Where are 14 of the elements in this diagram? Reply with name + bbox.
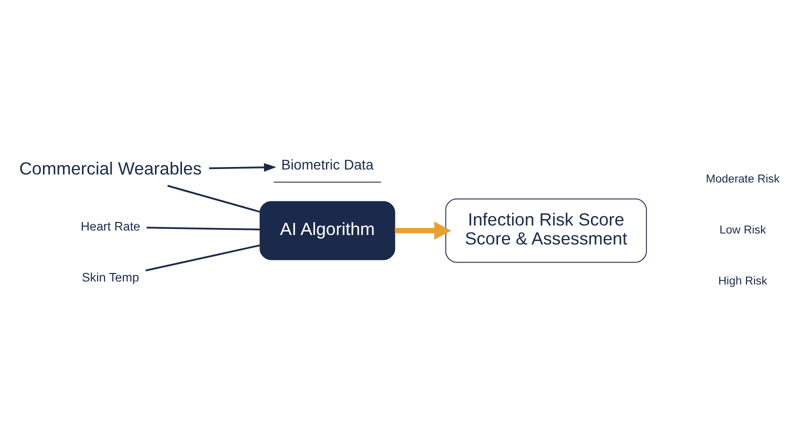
node-text: Biometric Data: [281, 156, 374, 172]
label: High Risk: [718, 275, 768, 288]
connector: [146, 244, 260, 271]
connector: [167, 184, 260, 212]
label: Low Risk: [720, 224, 766, 236]
node-text: Heart Rate: [80, 218, 140, 233]
node-text: Skin Temp: [82, 270, 140, 284]
arrow: [209, 162, 276, 172]
node-text: Commercial Wearables: [19, 158, 202, 178]
node-box: AI Algorithm: [260, 200, 396, 260]
arrow: [394, 221, 452, 240]
node-box: Infection Risk Score Score & Assessment: [445, 198, 647, 262]
label: Moderate Risk: [706, 173, 780, 186]
connector: [146, 226, 260, 230]
